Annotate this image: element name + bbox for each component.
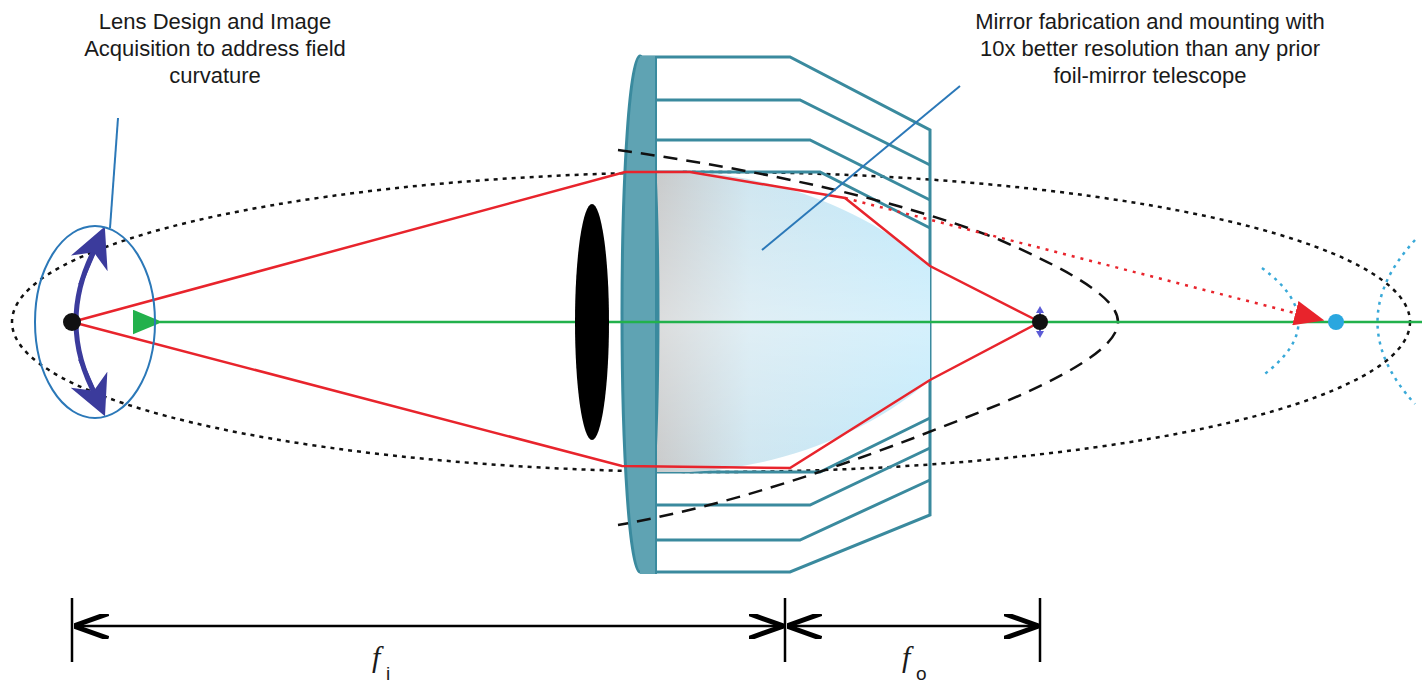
light-rays — [72, 172, 1040, 468]
dimension-subscript: i — [386, 663, 390, 684]
dashed-conic — [618, 150, 1118, 525]
mirror-shells — [640, 57, 930, 572]
housing-ring-band — [640, 56, 656, 574]
dimension-symbol: f — [372, 640, 380, 674]
dimension-symbol: f — [902, 640, 910, 674]
callout-ellipse — [35, 226, 155, 418]
callout-text: Mirror fabrication and mounting with 10x… — [960, 8, 1340, 89]
callout-text: Lens Design and Image Acquisition to add… — [80, 8, 350, 89]
object-point — [1032, 314, 1048, 330]
housing-ring-edge — [655, 56, 657, 574]
lens-stop — [575, 204, 609, 440]
optical-axis — [160, 321, 1422, 324]
image-point — [63, 313, 81, 331]
dimension-subscript: o — [916, 663, 927, 684]
dimension-lines — [72, 598, 1040, 662]
leader-line — [762, 86, 960, 250]
leader-line — [110, 118, 118, 228]
focus-dot — [1328, 314, 1344, 330]
extended-ray — [845, 198, 1322, 320]
